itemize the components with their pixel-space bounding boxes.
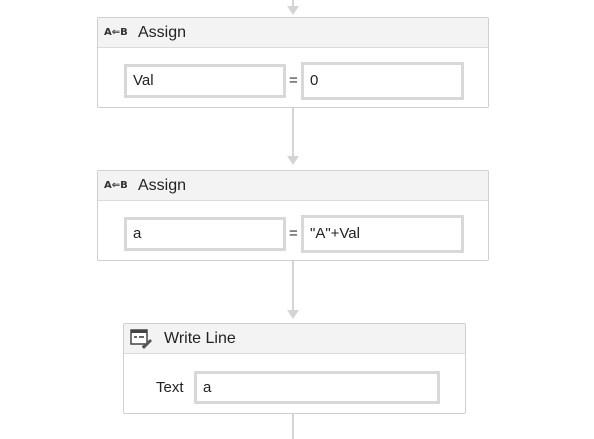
assign-activity-2[interactable]: A⇐B Assign a = "A"+Val	[97, 170, 489, 261]
flow-arrow-2-3	[287, 310, 299, 319]
assign-to-field[interactable]: a	[124, 217, 286, 251]
flow-connector-top	[292, 0, 294, 8]
flow-arrow-top	[287, 6, 299, 15]
activity-title: Write Line	[164, 329, 236, 347]
flow-arrow-1-2	[287, 156, 299, 165]
assign-value-field[interactable]: "A"+Val	[301, 215, 464, 253]
assign-activity-1[interactable]: A⇐B Assign Val = 0	[97, 17, 489, 108]
write-line-activity[interactable]: Write Line Text a	[123, 323, 466, 414]
equals-sign: =	[289, 225, 298, 242]
assign-icon: A⇐B	[104, 180, 128, 191]
activity-header[interactable]: A⇐B Assign	[98, 18, 488, 48]
equals-sign: =	[289, 72, 298, 89]
activity-header[interactable]: A⇐B Assign	[98, 171, 488, 201]
activity-title: Assign	[138, 176, 187, 194]
write-line-icon	[130, 328, 152, 349]
assign-icon: A⇐B	[104, 27, 128, 38]
flow-connector-bottom	[292, 414, 294, 439]
assign-to-field[interactable]: Val	[124, 64, 286, 98]
assign-value-field[interactable]: 0	[301, 62, 464, 100]
flow-connector-2-3	[292, 261, 294, 311]
flow-connector-1-2	[292, 108, 294, 157]
write-line-text-field[interactable]: a	[194, 371, 440, 404]
activity-header[interactable]: Write Line	[124, 324, 465, 354]
text-label: Text	[156, 379, 184, 396]
activity-title: Assign	[138, 23, 187, 41]
